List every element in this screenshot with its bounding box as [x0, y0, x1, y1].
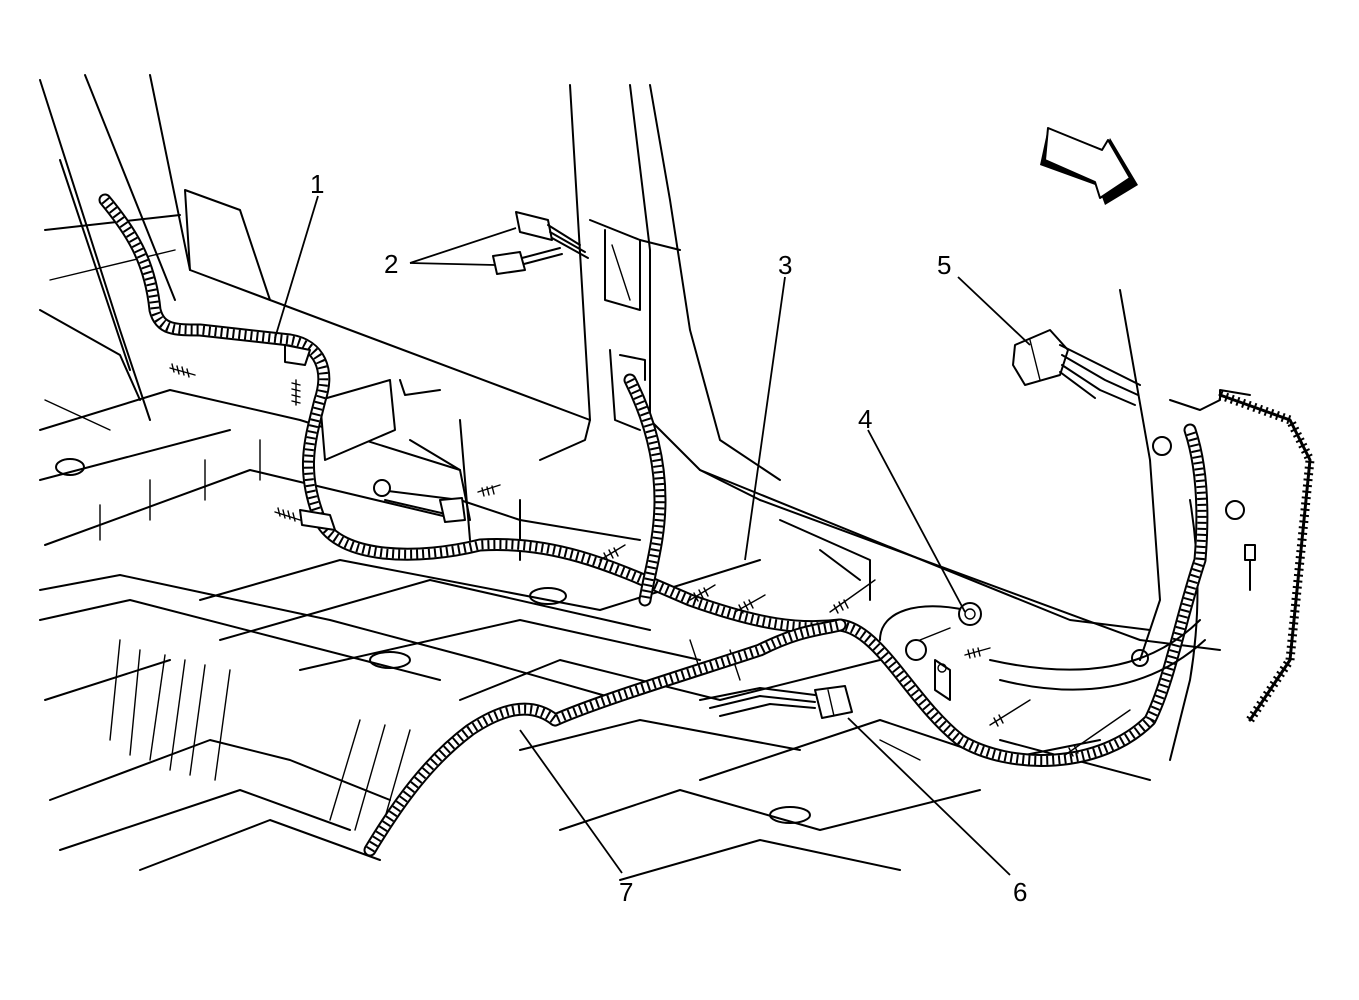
vehicle-body-structure	[39, 74, 1315, 881]
fasteners	[169, 363, 1131, 757]
bolt-7	[734, 594, 766, 614]
bolt-8	[829, 579, 876, 614]
callout-7: 7	[619, 877, 633, 907]
callout-6: 6	[1013, 877, 1027, 907]
bolt-11	[989, 699, 1031, 727]
callout-4: 4	[858, 404, 872, 434]
bolt-1	[169, 363, 196, 378]
connector-6	[699, 685, 853, 719]
bolt-3	[274, 507, 301, 522]
leader-lines	[274, 195, 1031, 876]
bolt-4	[477, 484, 501, 497]
connector-5	[1012, 329, 1141, 406]
bolt-10	[964, 647, 991, 659]
callout-1: 1	[310, 169, 324, 199]
ground-stud	[934, 602, 982, 701]
callout-5: 5	[937, 250, 951, 280]
bolt-5	[599, 544, 626, 562]
callout-2: 2	[384, 249, 398, 279]
bolt-6	[689, 584, 716, 602]
connectors	[492, 211, 1141, 719]
connector-2b	[492, 247, 563, 275]
bolt-12	[1064, 709, 1131, 757]
bolt-2	[291, 379, 301, 406]
forward-arrow-icon	[1040, 127, 1138, 205]
connector-2a	[515, 211, 589, 259]
bolt-9	[905, 627, 951, 661]
wiring-harness	[98, 193, 1209, 857]
callout-labels: 1 2 3 4 5 6 7	[310, 169, 1027, 907]
callout-3: 3	[778, 250, 792, 280]
